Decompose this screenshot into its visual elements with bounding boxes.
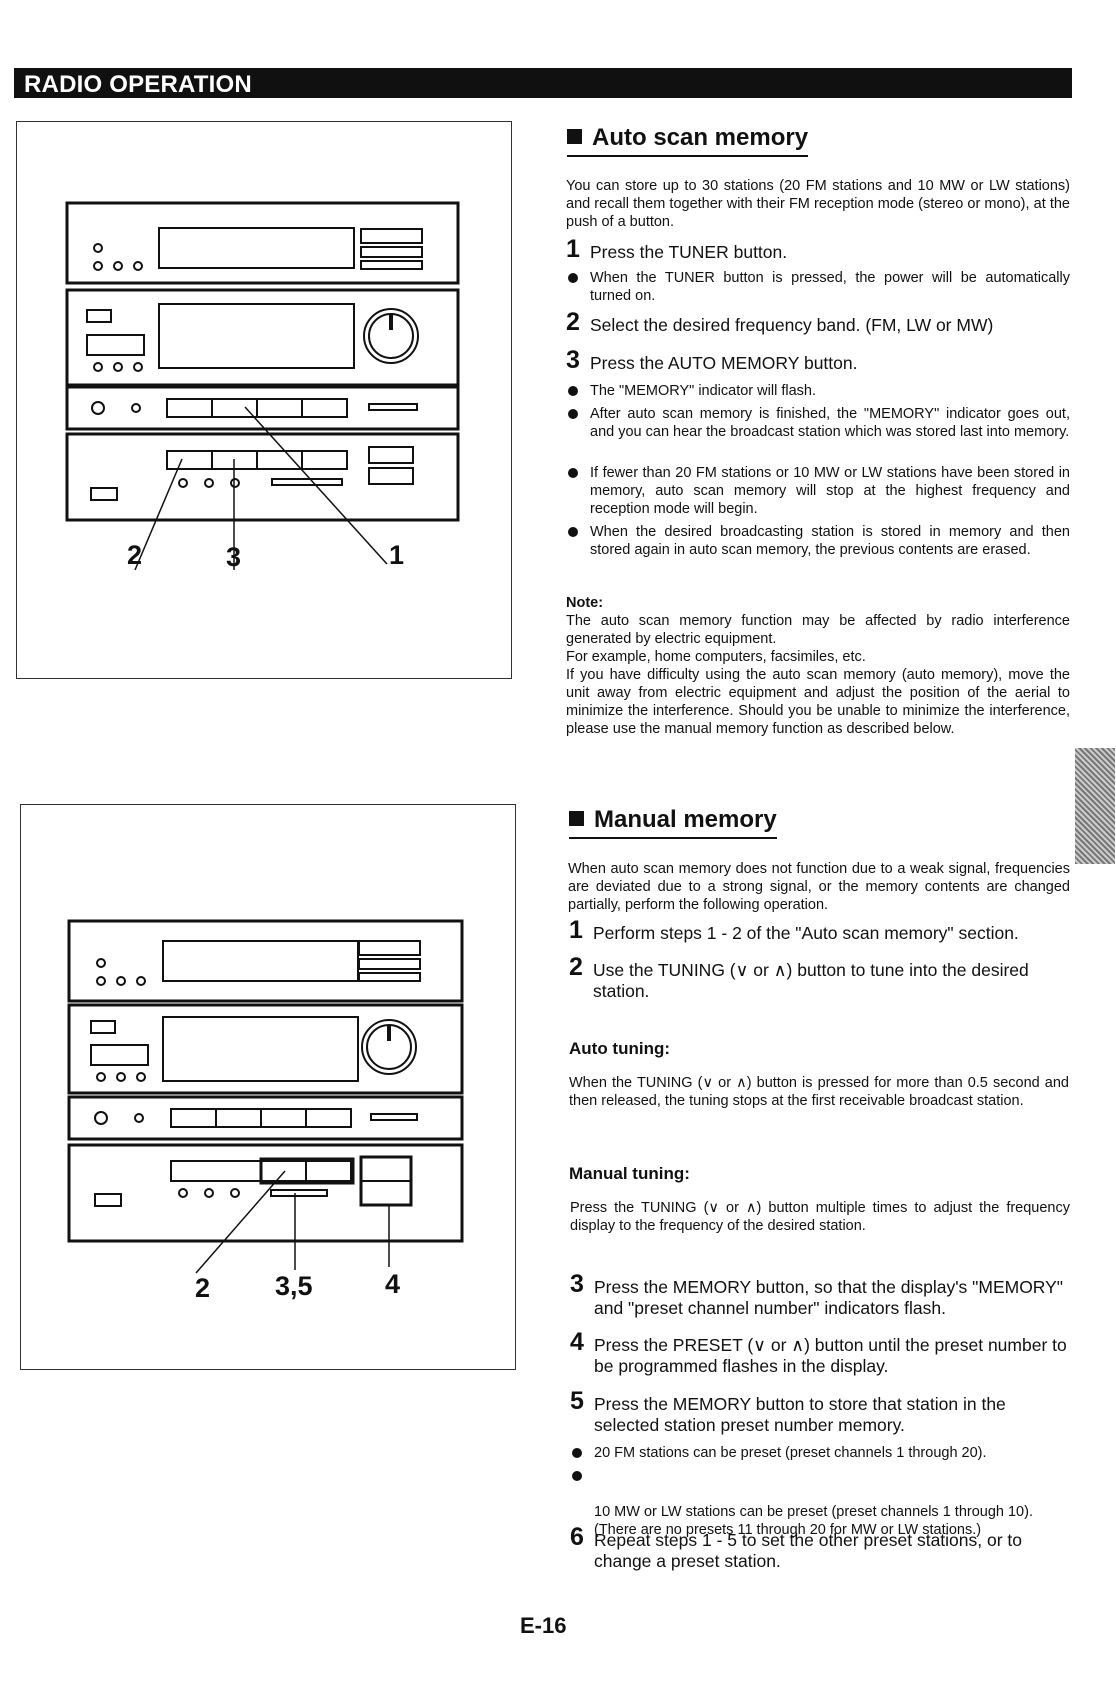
manual-memory-title: Manual memory [594, 806, 777, 833]
bullet-text: After auto scan memory is finished, the … [590, 406, 1070, 440]
stereo-unit-illustration [67, 919, 464, 1274]
step-text: Use the TUNING (∨ or ∧) button to tune i… [593, 960, 1029, 1001]
bullet-text: When the TUNER button is pressed, the po… [590, 270, 1070, 304]
bullet-text: If fewer than 20 FM stations or 10 MW or… [590, 465, 1070, 517]
step-text: Repeat steps 1 - 5 to set the other pres… [594, 1530, 1023, 1571]
bullet-dot [568, 273, 578, 283]
step-number: 2 [566, 308, 580, 336]
step-text: Press the MEMORY button to store that st… [594, 1394, 1006, 1435]
auto-tuning-text: When the TUNING (∨ or ∧) button is press… [569, 1075, 1069, 1109]
bullet-text: 10 MW or LW stations can be preset (pres… [594, 1504, 1033, 1538]
callout-label-4: 4 [385, 1269, 401, 1299]
heading-square-marker [569, 811, 584, 826]
section-header-title: RADIO OPERATION [24, 71, 252, 98]
callout-label-3: 3 [226, 542, 242, 572]
auto-step-2: 2 Select the desired frequency band. (FM… [566, 308, 1070, 336]
step-text: Press the TUNER button. [590, 242, 788, 262]
page-number: E-16 [520, 1613, 567, 1638]
callout-label-1: 1 [389, 540, 405, 570]
manual-step-6: 6 Repeat steps 1 - 5 to set the other pr… [570, 1523, 1070, 1572]
auto-step-1-bullet: When the TUNER button is pressed, the po… [566, 269, 1070, 305]
bullet-dot [568, 386, 578, 396]
step-text: Select the desired frequency band. (FM, … [590, 315, 994, 335]
step-text: Press the AUTO MEMORY button. [590, 353, 858, 373]
manual-step-5-bullet-1: 20 FM stations can be preset (preset cha… [570, 1444, 1070, 1462]
bullet-text: The "MEMORY" indicator will flash. [590, 383, 816, 399]
step-number: 1 [566, 235, 580, 263]
bullet-text: 20 FM stations can be preset (preset cha… [594, 1445, 987, 1461]
manual-step-1: 1 Perform steps 1 - 2 of the "Auto scan … [569, 916, 1069, 944]
note-line: For example, home computers, facsimiles,… [566, 649, 866, 665]
bullet-dot [572, 1471, 582, 1481]
heading-square-marker [567, 129, 582, 144]
figure-stereo-unit-auto-memory: 2 3 1 [16, 121, 512, 679]
step-number: 5 [570, 1387, 584, 1415]
auto-step-3-bullet-4: When the desired broadcasting station is… [566, 523, 1070, 559]
auto-step-3-bullet-1: The "MEMORY" indicator will flash. [566, 382, 1070, 400]
manual-step-3: 3 Press the MEMORY button, so that the d… [570, 1270, 1070, 1319]
manual-step-5: 5 Press the MEMORY button to store that … [570, 1387, 1070, 1436]
auto-scan-note: Note: The auto scan memory function may … [566, 594, 1070, 738]
stereo-unit-illustration [65, 201, 460, 571]
step-text: Perform steps 1 - 2 of the "Auto scan me… [593, 923, 1019, 943]
step-number: 4 [570, 1328, 584, 1356]
step-number: 3 [566, 346, 580, 374]
manual-step-5-bullet-2: 10 MW or LW stations can be preset (pres… [570, 1467, 1070, 1539]
manual-tuning-text: Press the TUNING (∨ or ∧) button multipl… [570, 1200, 1070, 1234]
callout-label-2: 2 [127, 540, 143, 570]
bullet-dot [568, 409, 578, 419]
auto-step-1: 1 Press the TUNER button. [566, 235, 1070, 263]
auto-step-3-bullet-2: After auto scan memory is finished, the … [566, 405, 1070, 441]
step-number: 2 [569, 953, 583, 981]
note-line: The auto scan memory function may be aff… [566, 613, 1070, 647]
manual-step-2: 2 Use the TUNING (∨ or ∧) button to tune… [569, 953, 1069, 1002]
step-number: 1 [569, 916, 583, 944]
section-thumb-tab [1075, 748, 1115, 864]
auto-step-3: 3 Press the AUTO MEMORY button. [566, 346, 1070, 374]
auto-step-3-bullet-3: If fewer than 20 FM stations or 10 MW or… [566, 464, 1070, 518]
bullet-text: When the desired broadcasting station is… [590, 524, 1070, 558]
callout-label-3-5: 3,5 [275, 1271, 313, 1301]
manual-intro: When auto scan memory does not function … [568, 861, 1070, 913]
auto-scan-memory-title: Auto scan memory [592, 124, 809, 151]
auto-tuning-label: Auto tuning: [569, 1039, 671, 1058]
note-line: If you have difficulty using the auto sc… [566, 667, 1070, 737]
manual-step-4: 4 Press the PRESET (∨ or ∧) button until… [570, 1328, 1070, 1377]
bullet-dot [568, 527, 578, 537]
step-text: Press the PRESET (∨ or ∧) button until t… [594, 1335, 1067, 1376]
step-number: 6 [570, 1523, 584, 1551]
bullet-dot [568, 468, 578, 478]
figure-stereo-unit-manual-memory: 2 3,5 4 [20, 804, 516, 1370]
step-text: Press the MEMORY button, so that the dis… [594, 1277, 1064, 1318]
step-number: 3 [570, 1270, 584, 1298]
manual-tuning-label: Manual tuning: [569, 1164, 690, 1183]
manual-memory-heading: Manual memory [569, 806, 777, 839]
callout-label-2: 2 [195, 1273, 211, 1303]
bullet-dot [572, 1448, 582, 1458]
auto-scan-memory-heading: Auto scan memory [567, 124, 809, 157]
auto-scan-intro: You can store up to 30 stations (20 FM s… [566, 178, 1070, 230]
section-header-bar: RADIO OPERATION [14, 68, 1072, 98]
note-label: Note: [566, 595, 604, 611]
